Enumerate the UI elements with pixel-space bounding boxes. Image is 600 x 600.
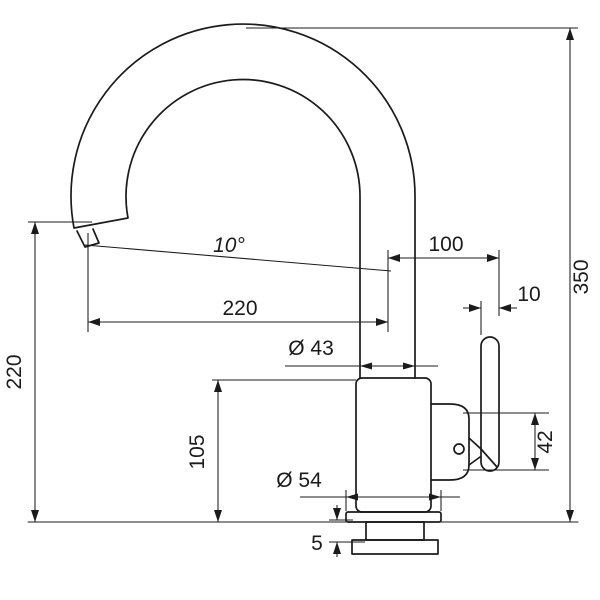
- label-base-diameter: Ø 54: [276, 469, 322, 492]
- handle-mount: [430, 403, 470, 481]
- arrowhead: [360, 362, 372, 370]
- angle-reference-line: [84, 244, 392, 272]
- label-spout-angle: 10°: [213, 234, 245, 257]
- gooseneck-spout: [70, 23, 416, 379]
- deck-plate: [345, 511, 442, 523]
- label-handle-offset: 100: [428, 233, 463, 256]
- label-total-height: 350: [570, 259, 593, 294]
- label-column-diameter: Ø 43: [288, 337, 334, 360]
- dimension-labels: 220 350 100 220 10° Ø 43 105 Ø 54 10 42 …: [3, 233, 593, 555]
- faucet-outline: [27, 23, 579, 555]
- label-handle-travel: 42: [534, 430, 557, 453]
- label-body-height: 105: [186, 434, 209, 469]
- pivot-link-upper: [468, 437, 482, 450]
- label-spout-reach: 220: [222, 297, 257, 320]
- extension-lines: [28, 27, 578, 543]
- arrowhead: [403, 362, 415, 370]
- label-spout-height: 220: [3, 354, 26, 389]
- label-lever-thickness: 10: [517, 283, 540, 306]
- faucet-body: [355, 377, 432, 513]
- label-deck-plate-height: 5: [311, 532, 323, 555]
- arrowhead: [429, 493, 441, 501]
- dimension-lines: [31, 28, 574, 557]
- lever-base-cut: [480, 448, 498, 468]
- diameter-arrowheads: [346, 362, 441, 501]
- aerator-nozzle: [76, 228, 100, 248]
- mounting-shank: [365, 521, 425, 541]
- pivot-link-lower: [468, 456, 481, 466]
- lever-handle: [480, 336, 500, 472]
- pivot-screw: [453, 443, 465, 455]
- arrowhead: [346, 493, 358, 501]
- mounting-locknut: [351, 539, 439, 555]
